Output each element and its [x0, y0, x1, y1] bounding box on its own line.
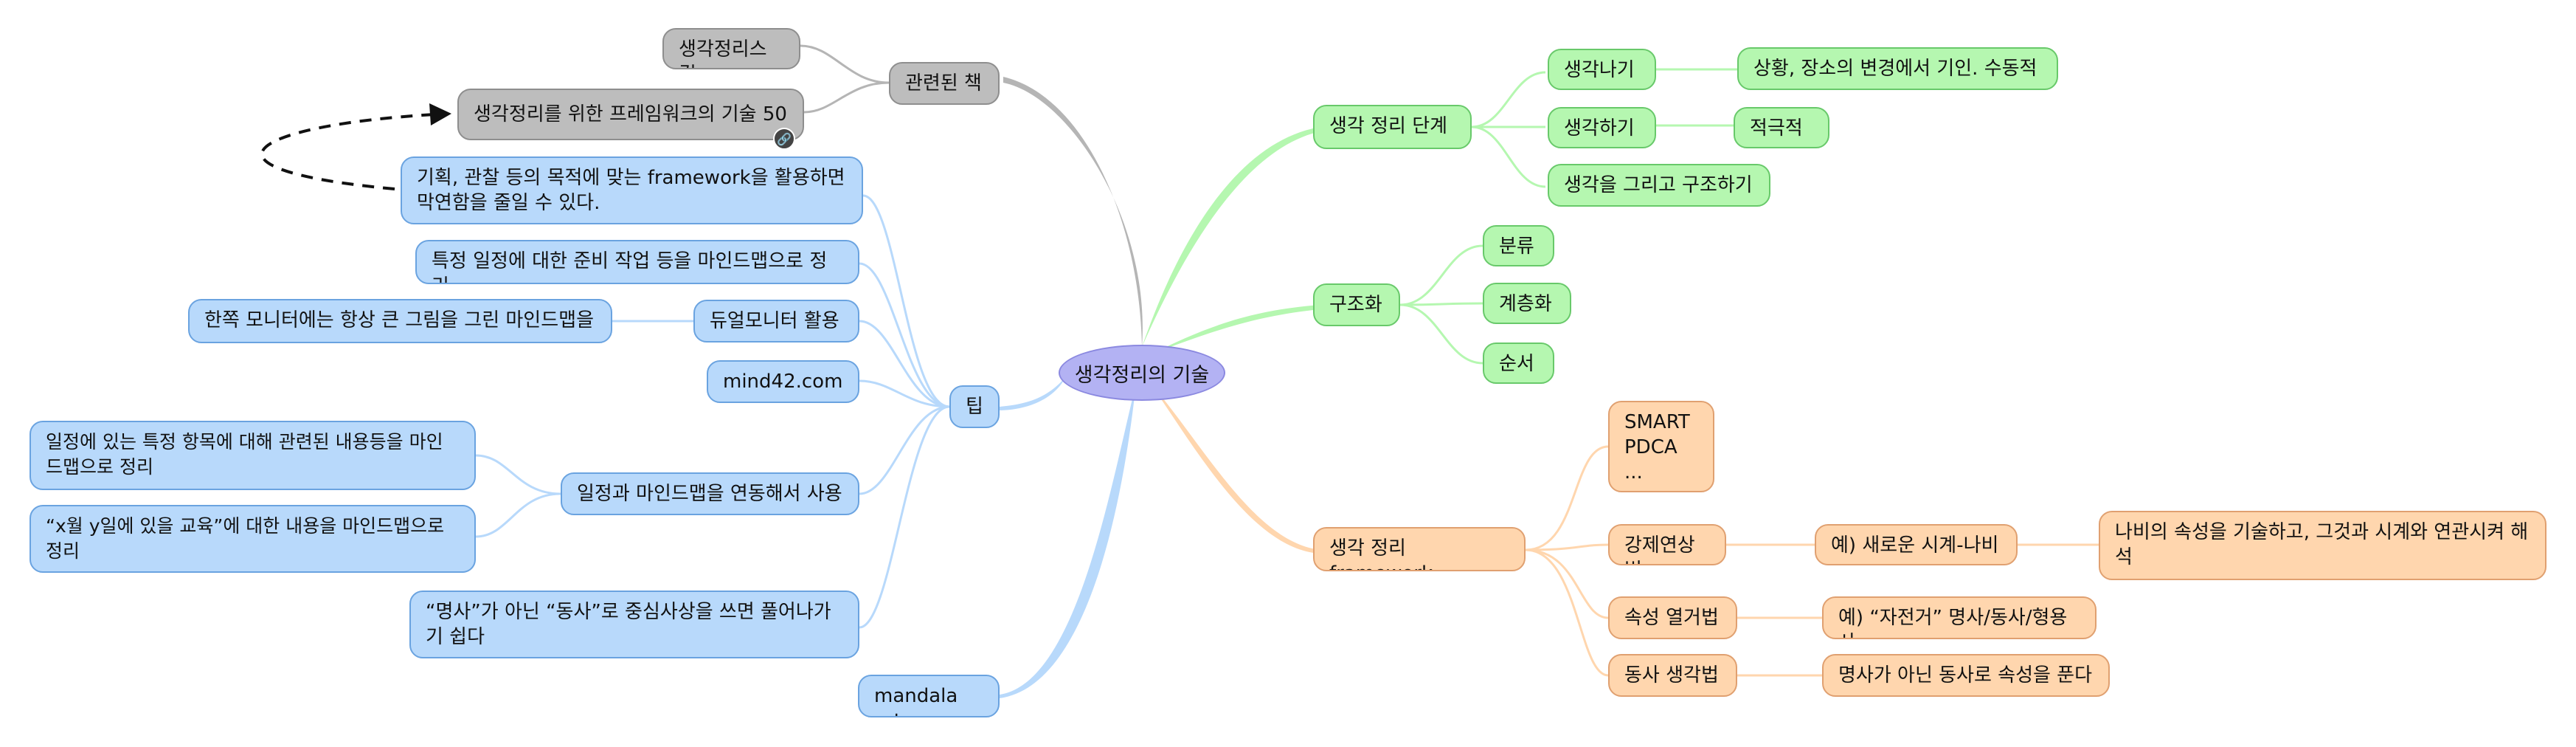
topic-label: 듀얼모니터 활용	[710, 310, 839, 332]
subtopic-detail[interactable]: 상황, 장소의 변경에서 기인. 수동적	[1737, 47, 2058, 90]
tip-detail[interactable]: 한쪽 모니터에는 항상 큰 그림을 그린 마인드맵을	[188, 299, 612, 343]
topic-label: 강제연상법	[1624, 534, 1695, 564]
tip-item[interactable]: 듀얼모니터 활용	[693, 300, 859, 342]
subtopic[interactable]: 순서	[1483, 342, 1554, 384]
tip-item[interactable]: mind42.com	[707, 360, 859, 403]
topic-mandala-art[interactable]: mandala art	[858, 675, 1000, 717]
topic-label: 속성 열거법	[1624, 607, 1719, 629]
topic-label: 생각나기	[1564, 59, 1635, 81]
tip-item[interactable]: 기획, 관찰 등의 목적에 맞는 framework을 활용하면 막연함을 줄일…	[401, 156, 863, 224]
topic-label: 생각정리스킬	[679, 38, 767, 68]
topic-label: 순서	[1499, 353, 1534, 375]
subtopic-detail[interactable]: 적극적	[1734, 107, 1829, 148]
topic-label: 기획, 관찰 등의 목적에 맞는 framework을 활용하면 막연함을 줄일…	[417, 167, 845, 214]
subtopic-detail[interactable]: 명사가 아닌 동사로 속성을 푼다	[1822, 654, 2110, 697]
subtopic[interactable]: 강제연상법	[1608, 524, 1726, 565]
topic-label: 특정 일정에 대한 준비 작업 등을 마인드맵으로 정리	[432, 250, 828, 283]
relation-arrowhead	[429, 103, 451, 125]
subtopic[interactable]: 생각하기	[1548, 107, 1656, 148]
branch-structure-connector	[1151, 305, 1320, 354]
topic-label: 상황, 장소의 변경에서 기인. 수동적	[1753, 58, 2037, 80]
topic-label: 계층화	[1499, 293, 1552, 315]
topic-label: 일정과 마인드맵을 연동해서 사용	[577, 483, 842, 505]
topic-label: 팁	[966, 396, 983, 418]
subtopic[interactable]: 동사 생각법	[1608, 654, 1737, 697]
topic-label: 생각을 그리고 구조하기	[1564, 174, 1753, 196]
topic-related-books[interactable]: 관련된 책	[889, 62, 1000, 105]
topic-label: 한쪽 모니터에는 항상 큰 그림을 그린 마인드맵을	[204, 309, 594, 331]
subtopic[interactable]: 계층화	[1483, 283, 1571, 324]
subtopic[interactable]: 생각나기	[1548, 49, 1656, 90]
topic-label: 예) “자전거” 명사/동사/형용사	[1838, 607, 2068, 638]
topic-label: 명사가 아닌 동사로 속성을 푼다	[1838, 664, 2093, 686]
topic-label: 생각하기	[1564, 117, 1635, 140]
branch-steps-connector	[1142, 127, 1320, 347]
topic-framework[interactable]: 생각 정리 framework	[1313, 527, 1526, 571]
tip-detail[interactable]: “x월 y일에 있을 교육”에 대한 내용을 마인드맵으로 정리	[30, 505, 476, 573]
topic-thinking-steps[interactable]: 생각 정리 단계	[1313, 105, 1472, 149]
subtopic[interactable]: 분류	[1483, 225, 1554, 266]
subtopic-example[interactable]: 예) 새로운 시계-나비	[1815, 524, 2018, 565]
topic-tips[interactable]: 팁	[949, 385, 1000, 428]
subtopic[interactable]: 속성 열거법	[1608, 596, 1737, 639]
book-item[interactable]: 생각정리스킬	[662, 28, 800, 69]
book-item[interactable]: 생각정리를 위한 프레임워크의 기술 50	[457, 89, 804, 140]
relation-arrow	[260, 113, 436, 190]
topic-label: 일정에 있는 특정 항목에 대해 관련된 내용등을 마인드맵으로 정리	[46, 431, 443, 478]
topic-label: 적극적	[1750, 117, 1803, 140]
branch-framework-connector	[1151, 384, 1320, 554]
topic-label: 분류	[1499, 235, 1534, 258]
tip-detail[interactable]: 일정에 있는 특정 항목에 대해 관련된 내용등을 마인드맵으로 정리	[30, 421, 476, 490]
topic-label: 관련된 책	[905, 72, 982, 94]
subtopic-framework-list[interactable]: SMART PDCA ...	[1608, 401, 1714, 492]
subtopic[interactable]: 생각을 그리고 구조하기	[1548, 164, 1770, 207]
branch-mandala-connector	[1000, 384, 1136, 698]
central-topic[interactable]: 생각정리의 기술	[1059, 345, 1225, 401]
topic-structuring[interactable]: 구조화	[1313, 283, 1400, 326]
branch-books-connector	[1003, 77, 1143, 347]
branch-tips-connector	[1000, 376, 1066, 410]
topic-label: 구조화	[1329, 294, 1382, 316]
topic-label: mandala art	[874, 685, 958, 716]
tip-item[interactable]: “명사”가 아닌 “동사”로 중심사상을 쓰면 풀어나가기 쉽다	[409, 591, 859, 658]
central-topic-label: 생각정리의 기술	[1074, 363, 1210, 387]
topic-label: 생각 정리 단계	[1329, 115, 1448, 137]
topic-label: 생각정리를 위한 프레임워크의 기술 50	[474, 103, 787, 125]
topic-label: 예) 새로운 시계-나비	[1831, 534, 1999, 557]
topic-label: mind42.com	[723, 371, 843, 393]
topic-label: “x월 y일에 있을 교육”에 대한 내용을 마인드맵으로 정리	[46, 515, 445, 562]
topic-label: 생각 정리 framework	[1329, 537, 1433, 570]
link-icon[interactable]: 🔗	[773, 128, 795, 150]
topic-label: “명사”가 아닌 “동사”로 중심사상을 쓰면 풀어나가기 쉽다	[426, 601, 831, 648]
topic-label: 동사 생각법	[1624, 664, 1719, 686]
topic-label: 나비의 속성을 기술하고, 그것과 시계와 연관시켜 해석	[2115, 521, 2529, 568]
subtopic-example[interactable]: 예) “자전거” 명사/동사/형용사	[1822, 596, 2097, 639]
subtopic-detail[interactable]: 나비의 속성을 기술하고, 그것과 시계와 연관시켜 해석	[2099, 511, 2546, 580]
tip-item[interactable]: 특정 일정에 대한 준비 작업 등을 마인드맵으로 정리	[415, 240, 859, 284]
topic-label: SMART PDCA ...	[1624, 411, 1690, 483]
tip-item[interactable]: 일정과 마인드맵을 연동해서 사용	[561, 472, 859, 515]
